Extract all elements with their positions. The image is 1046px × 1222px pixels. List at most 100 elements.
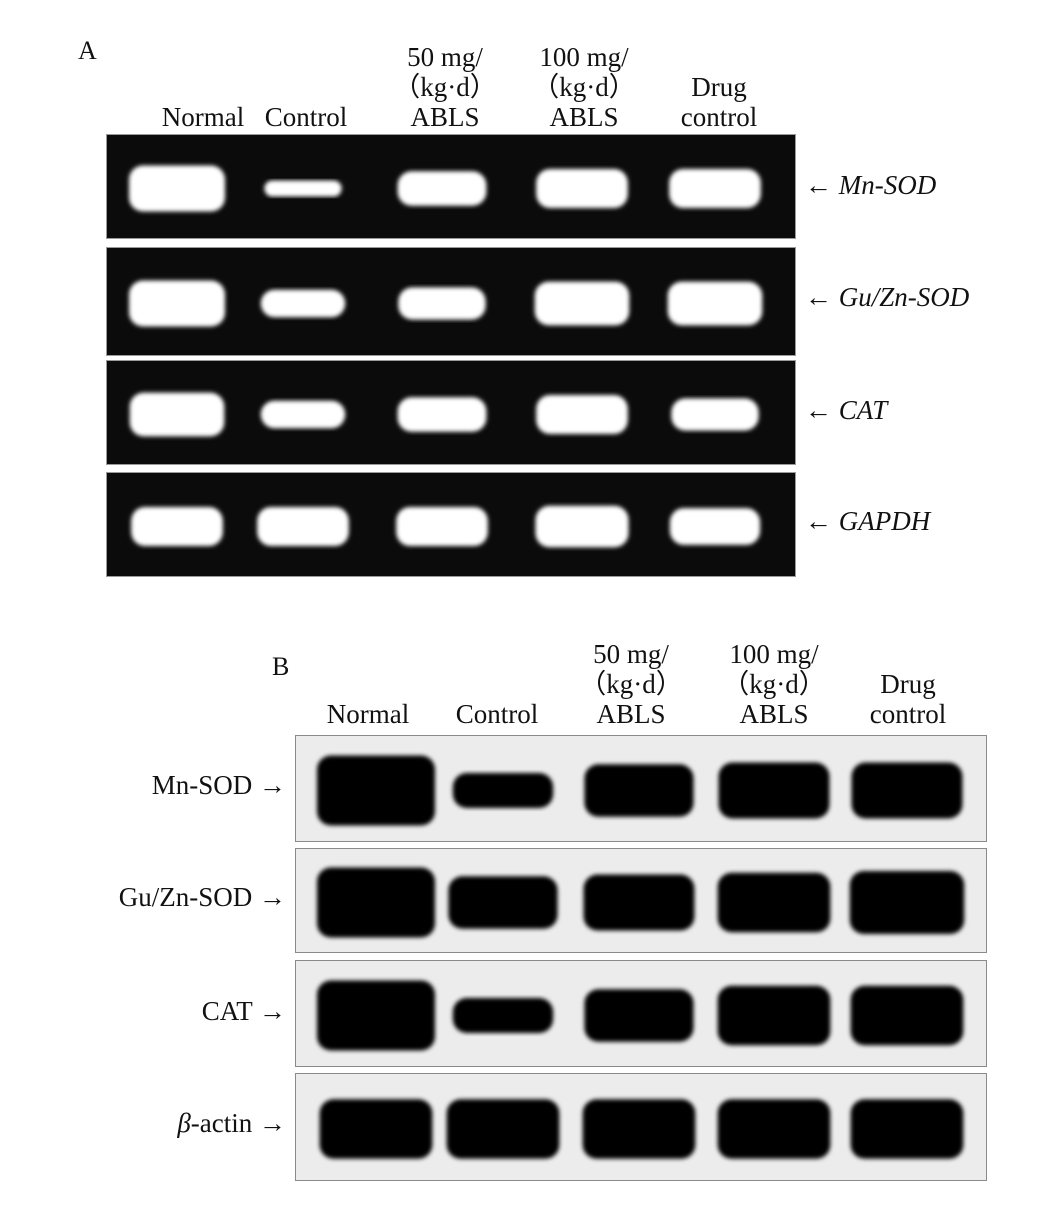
panel-a-gene-label-cu-zn-sod: ← Gu/Zn-SOD (805, 282, 969, 313)
panel-a-lane-label-control: Control (216, 102, 396, 132)
band-lane-2 (452, 773, 554, 808)
band-lane-4 (534, 281, 630, 326)
panel-a-lane-label-normal: Normal (113, 102, 293, 132)
panel-a-gel-strip-cat (106, 360, 796, 465)
lane-label-line: ABLS (739, 699, 809, 729)
gene-name: -actin (190, 1108, 253, 1138)
panel-a-gene-label-gapdh: ← GAPDH (805, 506, 930, 537)
panel-b-label: B (272, 652, 290, 681)
lane-label-line: control (680, 102, 758, 132)
band-lane-3 (584, 764, 694, 817)
band-lane-4 (717, 872, 831, 933)
gene-name-greek-prefix: β (177, 1108, 191, 1138)
panel-a-gel-strip-gapdh-svg (131, 505, 761, 548)
panel-b-lane-label-drug: Drug control (818, 669, 998, 729)
band-lane-5 (671, 398, 759, 431)
panel-b-blot-strip-beta-actin (295, 1073, 987, 1181)
panel-b-lane-label-control: Control (407, 699, 587, 729)
lane-label-line: Drug (880, 669, 936, 699)
panel-b-gene-label-beta-actin: β-actin → (26, 1108, 286, 1139)
panel-a-lane-label-drug: Drug control (629, 72, 809, 132)
band-lane-3 (584, 989, 694, 1042)
panel-b-blot-strip-cu-zn-sod (295, 848, 987, 953)
right-arrow-icon: → (259, 1108, 286, 1138)
left-arrow-icon: ← (805, 395, 832, 425)
panel-b-blot-strip-cat-svg (317, 980, 964, 1051)
band-lane-1 (129, 280, 225, 327)
band-lane-5 (849, 871, 965, 934)
band-lane-4 (536, 168, 628, 209)
band-lane-5 (669, 168, 761, 209)
gene-name: Mn-SOD (838, 170, 937, 200)
band-lane-5 (850, 1099, 964, 1159)
panel-a-gel-strip-cu-zn-sod-svg (129, 280, 763, 327)
gene-name: GAPDH (838, 506, 931, 536)
panel-b-blot-strip-mn-sod (295, 735, 987, 842)
band-lane-1 (317, 867, 435, 938)
panel-b-gene-label-mn-sod: Mn-SOD → (26, 770, 286, 801)
gene-name: Gu/Zn-SOD (838, 282, 970, 312)
gene-name: CAT (838, 395, 888, 425)
gene-name: Gu/Zn-SOD (118, 882, 253, 912)
lane-label-line: Drug (691, 72, 747, 102)
band-lane-2 (257, 506, 349, 547)
right-arrow-icon: → (259, 996, 286, 1026)
lane-label-line: Control (264, 102, 348, 132)
lane-label-line: （kg·d） (532, 72, 636, 102)
band-lane-2 (264, 180, 342, 197)
band-lane-2 (260, 400, 346, 429)
band-lane-1 (129, 165, 225, 212)
band-lane-5 (851, 762, 963, 819)
panel-a-gel-strip-cat-svg (129, 392, 759, 437)
panel-a-gel-strip-gapdh (106, 472, 796, 577)
band-lane-2 (452, 998, 554, 1033)
panel-b-lane-label-100: 100 mg/ （kg·d） ABLS (684, 639, 864, 729)
lane-label-line: control (869, 699, 947, 729)
band-lane-1 (319, 1099, 433, 1159)
band-lane-4 (718, 762, 830, 819)
right-arrow-icon: → (259, 770, 286, 800)
band-lane-4 (717, 1099, 831, 1159)
gene-name: CAT (201, 996, 253, 1026)
lane-label-line: ABLS (410, 102, 480, 132)
band-lane-1 (317, 980, 435, 1051)
panel-a-lane-label-50: 50 mg/ （kg·d） ABLS (355, 42, 535, 132)
lane-label-line: ABLS (549, 102, 619, 132)
left-arrow-icon: ← (805, 170, 832, 200)
panel-b-gene-label-cu-zn-sod: Gu/Zn-SOD → (26, 882, 286, 913)
panel-b-lane-label-normal: Normal (278, 699, 458, 729)
band-lane-1 (129, 392, 225, 437)
band-lane-4 (536, 394, 628, 435)
panel-a-gene-label-mn-sod: ← Mn-SOD (805, 170, 936, 201)
lane-label-line: 100 mg/ (539, 42, 629, 72)
band-lane-5 (667, 281, 763, 326)
panel-b-blot-strip-mn-sod-svg (317, 755, 963, 826)
band-lane-5 (669, 508, 761, 545)
band-lane-3 (398, 287, 486, 320)
panel-b-blot-strip-cu-zn-sod-svg (317, 867, 965, 938)
band-lane-4 (717, 985, 831, 1046)
panel-b-lane-label-50: 50 mg/ （kg·d） ABLS (541, 639, 721, 729)
band-lane-3 (583, 874, 695, 931)
right-arrow-icon: → (259, 882, 286, 912)
band-lane-3 (397, 171, 487, 206)
lane-label-line: Normal (161, 102, 245, 132)
band-lane-2 (260, 289, 346, 318)
band-lane-2 (448, 876, 558, 929)
panel-a-lane-label-100: 100 mg/ （kg·d） ABLS (494, 42, 674, 132)
lane-label-line: 100 mg/ (729, 639, 819, 669)
band-lane-3 (396, 506, 488, 547)
panel-a-gel-strip-cu-zn-sod (106, 247, 796, 356)
lane-label-line: 50 mg/ (407, 42, 483, 72)
band-lane-2 (446, 1099, 560, 1159)
lane-label-line: （kg·d） (393, 72, 497, 102)
band-lane-1 (131, 506, 223, 547)
panel-b-blot-strip-cat (295, 960, 987, 1067)
panel-b-gene-label-cat: CAT → (26, 996, 286, 1027)
lane-label-line: ABLS (596, 699, 666, 729)
band-lane-1 (317, 755, 435, 826)
band-lane-5 (850, 985, 964, 1046)
lane-label-line: 50 mg/ (593, 639, 669, 669)
panel-a-gel-strip-mn-sod-svg (129, 165, 761, 212)
lane-label-line: Control (455, 699, 539, 729)
